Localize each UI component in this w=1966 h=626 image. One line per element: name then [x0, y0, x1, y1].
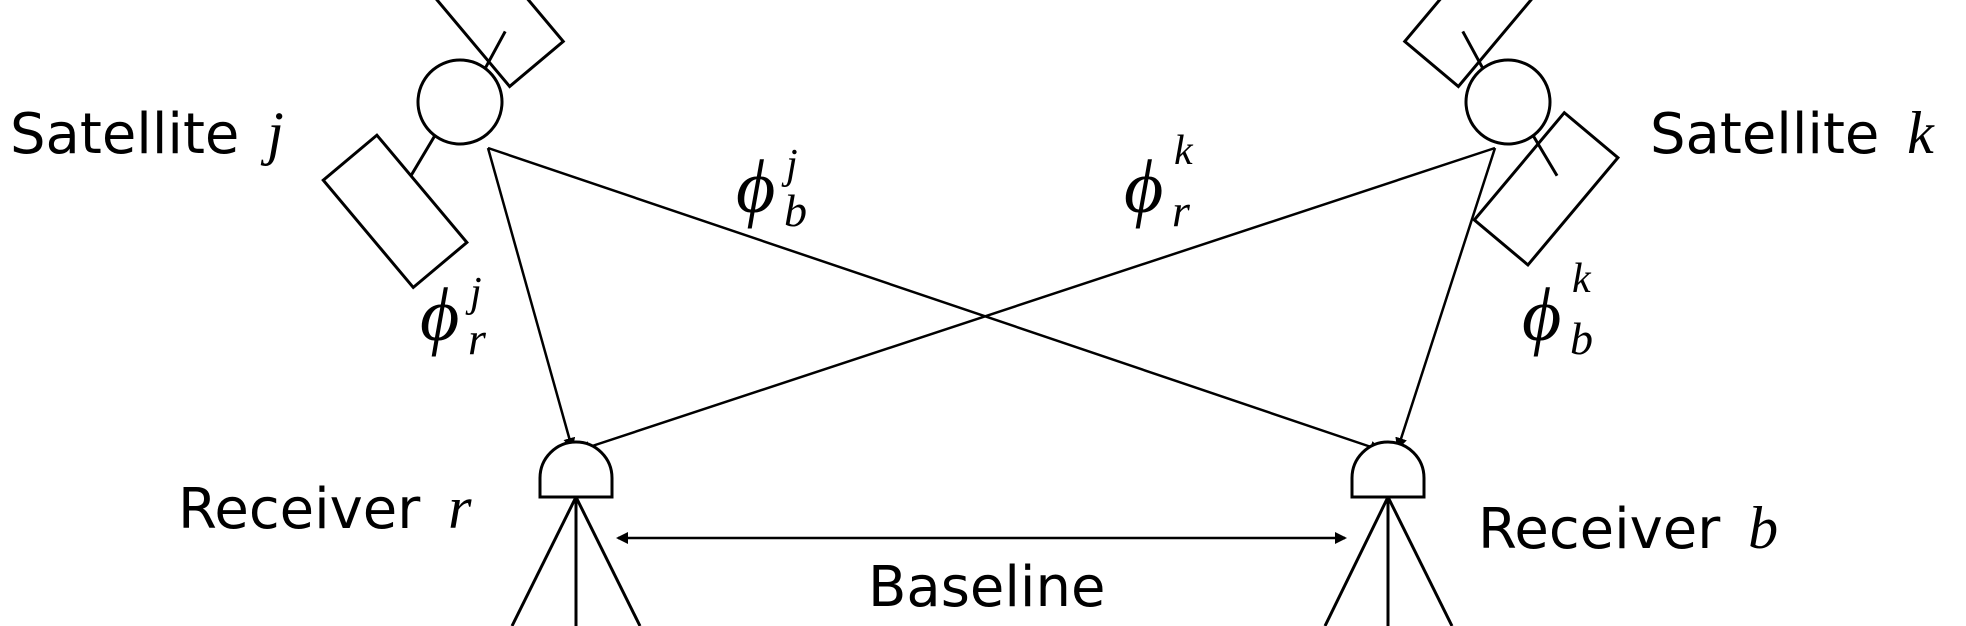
receiver-r-label: Receiver r: [178, 475, 472, 542]
satellite-k-icon: [1402, 0, 1621, 268]
svg-text:b: b: [1570, 313, 1593, 364]
svg-text:ϕ: ϕ: [420, 273, 459, 357]
svg-text:k: k: [1572, 256, 1592, 302]
svg-text:ϕ: ϕ: [1124, 145, 1163, 229]
baseline-label: Baseline: [868, 555, 1105, 620]
signal-j-to-r: [486, 147, 576, 450]
signal-k-to-r: [578, 146, 1496, 453]
svg-text:ϕ: ϕ: [1522, 273, 1561, 357]
satellite-j-icon: [321, 0, 566, 290]
svg-text:j: j: [781, 142, 798, 188]
phase-phi-b-k: ϕ k b: [1522, 256, 1593, 364]
phase-phi-r-j: ϕ j r: [420, 270, 487, 364]
satellite-k-label: Satellite k: [1650, 100, 1935, 167]
phase-phi-r-k: ϕ k r: [1124, 128, 1194, 236]
satellite-j-label: Satellite j: [10, 100, 284, 167]
receiver-b-icon: [1323, 440, 1454, 626]
phase-phi-b-j: ϕ j b: [736, 142, 807, 236]
receiver-r-icon: [510, 440, 642, 626]
receiver-b-label: Receiver b: [1478, 495, 1778, 562]
signal-j-to-b: [487, 146, 1382, 453]
svg-text:ϕ: ϕ: [736, 145, 775, 229]
svg-text:r: r: [1172, 185, 1191, 236]
signal-k-to-b: [1395, 147, 1497, 450]
svg-text:k: k: [1174, 128, 1194, 174]
signal-lines: [486, 146, 1497, 453]
svg-text:b: b: [784, 185, 807, 236]
svg-text:r: r: [468, 313, 487, 364]
svg-text:j: j: [465, 270, 482, 316]
